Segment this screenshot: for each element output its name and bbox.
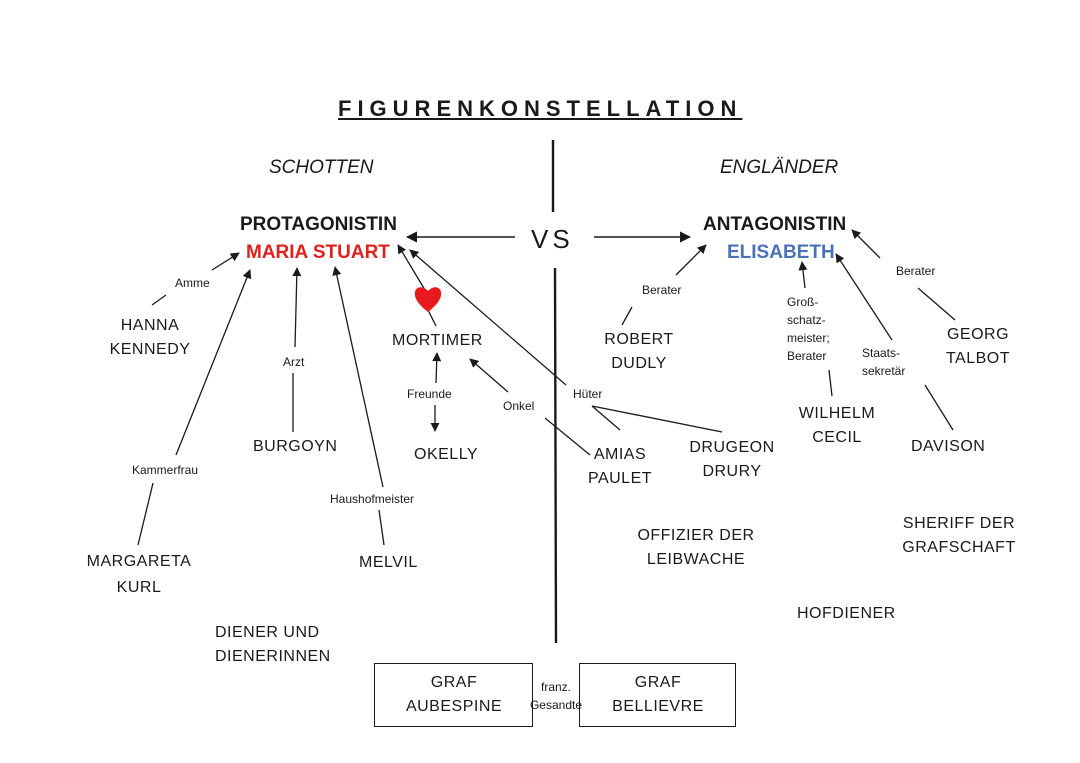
label-berater-dudly: Berater [642, 283, 682, 297]
arrow-staatssekretaer-elisabeth [835, 253, 893, 341]
arrow-berater-elisabeth [675, 244, 707, 276]
line-amme [151, 294, 167, 306]
line-talbot [917, 287, 956, 321]
name-line: PAULET [587, 470, 653, 487]
label-cecil-role: Groß- schatz- meister; Berater [787, 295, 830, 364]
name-line: KENNEDY [109, 341, 191, 358]
name-line: DRUGEON [689, 439, 775, 456]
arrow-burgoyn-maria [292, 267, 302, 348]
arrow-margareta-maria [175, 269, 252, 456]
name-line: WILHELM [798, 405, 876, 422]
label-line: Groß- [787, 295, 819, 309]
label-berater-talbot: Berater [896, 264, 936, 278]
character-davison: DAVISON [911, 438, 986, 455]
character-georg-talbot: GEORG TALBOT [940, 325, 1016, 369]
arrow-cecil-elisabeth [798, 261, 808, 289]
character-diener: DIENER UND DIENERINNEN [215, 623, 331, 667]
label-franz-gesandte: franz. Gesandte [524, 680, 588, 713]
label-haushofmeister: Haushofmeister [330, 492, 415, 506]
name-line: HANNA [120, 317, 180, 334]
page-title: FIGURENKONSTELLATION [338, 96, 743, 121]
character-hofdiener: HOFDIENER [797, 605, 896, 622]
antagonist-name: ELISABETH [727, 242, 835, 263]
character-offizier: OFFIZIER DER LEIBWACHE [630, 526, 762, 570]
label-line: Berater [787, 349, 827, 363]
label-line: meister; [787, 331, 830, 345]
line-robert-berater [621, 306, 633, 326]
arrow-onkel-mortimer [469, 358, 509, 393]
line-haushofmeister [378, 509, 385, 546]
vs-label: VS [531, 224, 574, 254]
name-line: GEORG [946, 326, 1010, 343]
label-freunde: Freunde [407, 387, 452, 401]
character-bellievre: GRAF BELLIEVRE [598, 673, 718, 717]
name-line: DRURY [702, 463, 762, 480]
heart-icon [414, 287, 442, 312]
label-staatssekretaer: Staats- sekretär [862, 346, 905, 379]
arrow-amias-maria [409, 249, 567, 386]
name-line: MARGARETA [86, 553, 192, 570]
name-line: TALBOT [945, 350, 1011, 367]
character-melvil: MELVIL [359, 554, 418, 571]
label-amme: Amme [175, 276, 210, 290]
name-line: GRAF [634, 674, 682, 691]
name-line: AUBESPINE [405, 698, 503, 715]
arrow-talbot-elisabeth [851, 229, 881, 259]
character-amias-paulet: AMIAS PAULET [583, 445, 657, 489]
center-divider-lower [553, 267, 558, 644]
arrow-mortimer-maria [397, 244, 426, 291]
label-kammerfrau: Kammerfrau [132, 463, 199, 477]
line-hueter-drugeon [591, 405, 723, 433]
character-mortimer: MORTIMER [392, 332, 483, 349]
label-line: Gesandte [529, 698, 583, 712]
label-line: schatz- [787, 313, 826, 327]
protagonist-role: PROTAGONISTIN [240, 214, 397, 235]
name-line: CECIL [812, 429, 862, 446]
arrow-melvil-maria [332, 266, 384, 488]
label-line: sekretär [862, 364, 906, 378]
label-line: franz. [540, 680, 571, 694]
character-hanna-kennedy: HANNA KENNEDY [104, 316, 196, 360]
line-cecil-role [828, 369, 833, 397]
character-robert-dudly: ROBERT DUDLY [597, 330, 681, 374]
line-onkel-amias [544, 417, 591, 456]
character-burgoyn: BURGOYN [253, 438, 338, 455]
arrow-hanna-maria [211, 252, 240, 271]
name-line: GRAF [430, 674, 478, 691]
name-line: DIENERINNEN [215, 648, 331, 665]
label-arzt: Arzt [283, 355, 305, 369]
line-heart-mortimer [427, 309, 437, 327]
character-wilhelm-cecil: WILHELM CECIL [787, 404, 887, 448]
label-hueter: Hüter [573, 387, 603, 401]
name-line: SHERIFF DER [902, 515, 1016, 532]
bellievre-box [579, 663, 736, 727]
character-aubespine: GRAF AUBESPINE [392, 673, 516, 717]
character-sheriff: SHERIFF DER GRAFSCHAFT [895, 514, 1023, 558]
line-kammerfrau [137, 482, 154, 546]
name-line: GRAFSCHAFT [902, 539, 1016, 556]
name-line: AMIAS [593, 446, 647, 463]
name-line: LEIBWACHE [646, 551, 746, 568]
name-line: BELLIEVRE [612, 698, 704, 715]
aubespine-box [374, 663, 533, 727]
label-onkel: Onkel [503, 399, 535, 413]
label-line: Staats- [862, 346, 901, 360]
name-line: ROBERT [604, 331, 674, 348]
group-schotten: SCHOTTEN [269, 157, 374, 178]
antagonist-role: ANTAGONISTIN [703, 214, 847, 235]
line-hueter-amias [591, 405, 621, 431]
character-okelly: OKELLY [414, 446, 479, 463]
line-davison [924, 384, 954, 431]
name-line: DIENER UND [215, 624, 320, 641]
character-drugeon-drury: DRUGEON DRURY [682, 438, 782, 482]
arrow-okelly-mortimer [432, 352, 442, 384]
protagonist-name: MARIA STUART [246, 242, 390, 263]
character-margareta-kurl: MARGARETA KURL [80, 552, 198, 598]
group-englaender: ENGLÄNDER [720, 157, 839, 178]
name-line: KURL [116, 579, 162, 596]
name-line: DUDLY [611, 355, 667, 372]
name-line: OFFIZIER DER [637, 527, 755, 544]
